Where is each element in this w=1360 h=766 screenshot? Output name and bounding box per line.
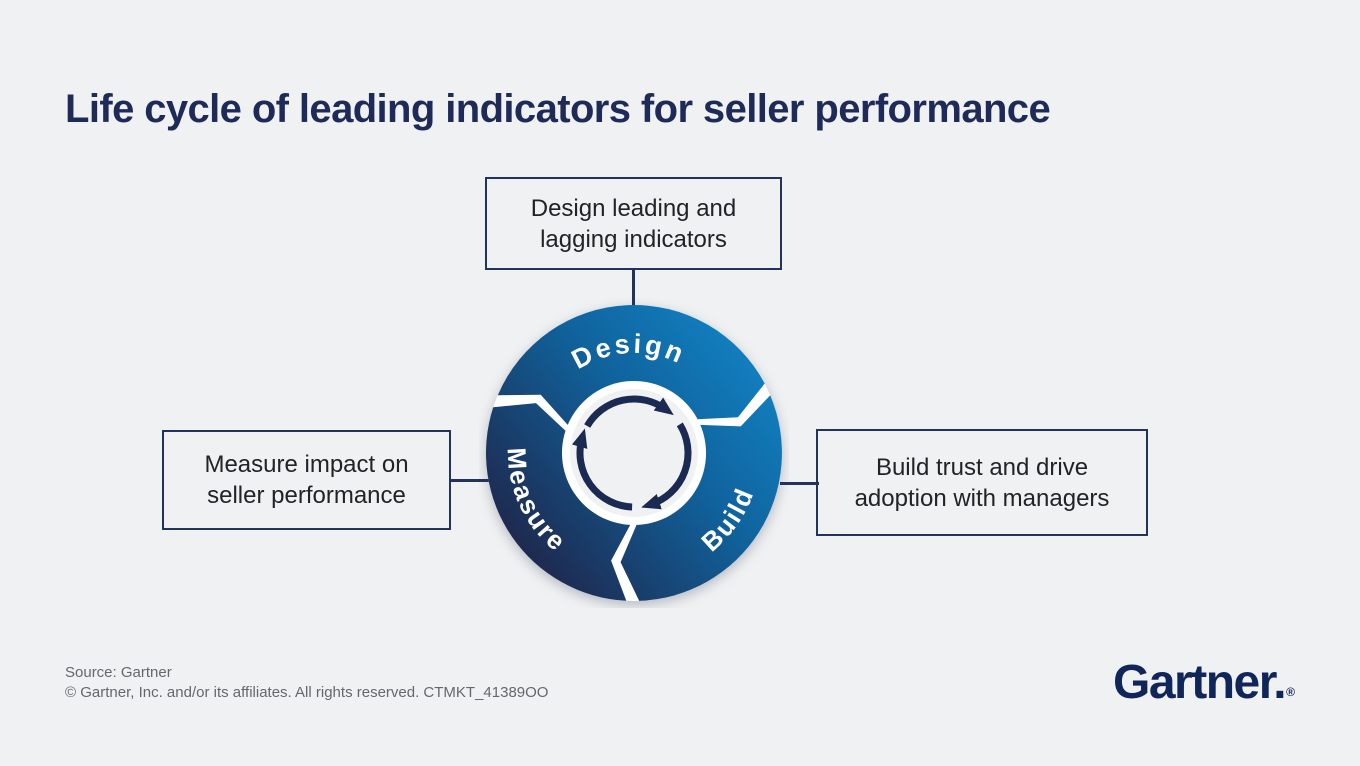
gartner-logo: Gartner.®: [1113, 655, 1295, 710]
cycle-segment-measure: [485, 403, 631, 601]
footer: Source: Gartner © Gartner, Inc. and/or i…: [65, 663, 548, 703]
connector-line-left: [450, 479, 489, 482]
gartner-logo-text: Gartner.: [1113, 656, 1287, 709]
callout-build-label: Build trust and drive adoption with mana…: [854, 453, 1110, 512]
callout-design-label: Design leading and lagging indicators: [530, 194, 737, 253]
connector-line-top: [632, 269, 635, 306]
page-title: Life cycle of leading indicators for sel…: [65, 86, 1051, 131]
callout-measure: Measure impact on seller performance: [162, 430, 451, 530]
callout-build: Build trust and drive adoption with mana…: [816, 429, 1148, 536]
connector-line-right: [780, 482, 819, 485]
cycle-segment-build: [620, 395, 782, 601]
registered-trademark-icon: ®: [1286, 685, 1295, 699]
cycle-segment-design: [497, 305, 765, 425]
cycle-diagram: Design Build Measure: [485, 305, 782, 601]
callout-measure-label: Measure impact on seller performance: [204, 451, 409, 509]
footer-copyright: © Gartner, Inc. and/or its affiliates. A…: [65, 684, 549, 701]
footer-source: Source: Gartner: [65, 664, 172, 681]
cycle-center: [570, 389, 698, 517]
cycle-arrows-icon: [571, 395, 692, 511]
callout-design: Design leading and lagging indicators: [485, 177, 782, 270]
